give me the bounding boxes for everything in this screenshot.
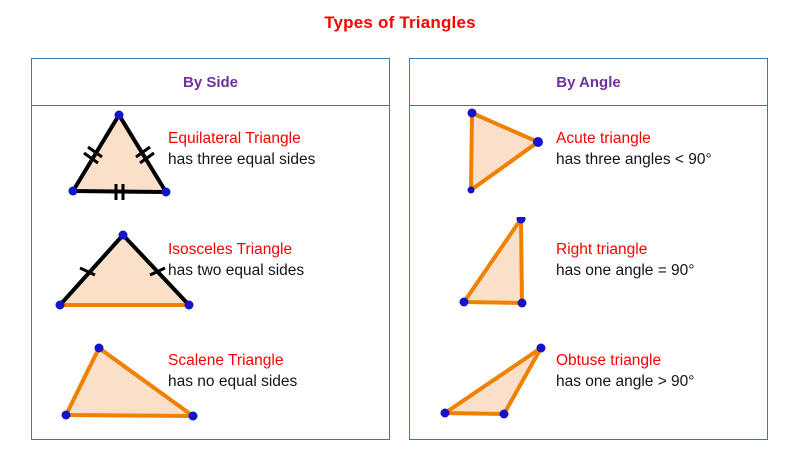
obtuse-triangle-figure xyxy=(440,343,546,419)
vertex-dot xyxy=(516,217,526,224)
equilateral-triangle-figure xyxy=(68,110,171,200)
caption-title: Equilateral Triangle xyxy=(168,130,301,147)
panel-body-by-side: Equilateral Triangle has three equal sid… xyxy=(32,106,389,439)
row-obtuse: Obtuse triangle has one angle > 90° xyxy=(410,328,767,439)
caption-title: Obtuse triangle xyxy=(556,352,662,369)
acute-triangle-figure xyxy=(467,108,543,194)
panel-header-label: By Angle xyxy=(556,73,621,91)
panel-by-angle: By Angle Acute triangle has three angles… xyxy=(409,58,768,440)
caption-sub: has three angles < 90° xyxy=(556,151,712,168)
panel-header-label: By Side xyxy=(182,73,239,91)
panel-header-by-angle: By Angle xyxy=(410,59,767,106)
caption-sub: has one angle > 90° xyxy=(556,373,695,390)
caption-title: Right triangle xyxy=(556,241,648,258)
caption-obtuse: Obtuse triangle has one angle > 90° xyxy=(556,350,695,393)
vertex-dot xyxy=(68,186,78,196)
vertex-dot xyxy=(114,110,124,120)
vertex-dot xyxy=(161,187,171,197)
caption-sub: has three equal sides xyxy=(168,151,316,168)
panel-header-by-side: By Side xyxy=(32,59,389,106)
caption-right: Right triangle has one angle = 90° xyxy=(556,239,695,282)
row-scalene: Scalene Triangle has no equal sides xyxy=(32,328,389,439)
vertex-dot xyxy=(533,137,543,147)
vertex-dot xyxy=(536,343,546,353)
page-title: Types of Triangles xyxy=(324,13,476,32)
vertex-dot xyxy=(94,343,104,353)
vertex-dot xyxy=(188,411,198,421)
vertex-dot xyxy=(499,409,509,419)
vertex-dot xyxy=(440,408,450,418)
caption-isosceles: Isosceles Triangle has two equal sides xyxy=(168,239,304,282)
vertex-dot xyxy=(467,108,477,118)
row-right: Right triangle has one angle = 90° xyxy=(410,217,767,328)
panel-body-by-angle: Acute triangle has three angles < 90° Ri… xyxy=(410,106,767,439)
caption-title: Scalene Triangle xyxy=(168,352,284,369)
caption-sub: has no equal sides xyxy=(168,373,298,390)
right-triangle-figure xyxy=(459,217,527,308)
caption-sub: has one angle = 90° xyxy=(556,262,695,279)
row-acute: Acute triangle has three angles < 90° xyxy=(410,106,767,217)
caption-scalene: Scalene Triangle has no equal sides xyxy=(168,350,297,393)
caption-acute: Acute triangle has three angles < 90° xyxy=(556,128,712,171)
caption-title: Acute triangle xyxy=(556,130,651,147)
vertex-dot xyxy=(118,230,128,240)
vertex-dot xyxy=(467,186,475,194)
panel-by-side: By Side Equilateral Triangle xyxy=(31,58,390,440)
vertex-dot xyxy=(517,298,527,308)
vertex-dot xyxy=(55,300,65,310)
row-isosceles: Isosceles Triangle has two equal sides xyxy=(32,217,389,328)
scalene-triangle-figure xyxy=(61,343,198,421)
caption-title: Isosceles Triangle xyxy=(168,241,293,258)
vertex-dot xyxy=(184,300,194,310)
vertex-dot xyxy=(61,410,71,420)
row-equilateral: Equilateral Triangle has three equal sid… xyxy=(32,106,389,217)
isosceles-triangle-figure xyxy=(55,230,194,310)
caption-sub: has two equal sides xyxy=(168,262,305,279)
vertex-dot xyxy=(459,297,469,307)
caption-equilateral: Equilateral Triangle has three equal sid… xyxy=(168,128,315,171)
